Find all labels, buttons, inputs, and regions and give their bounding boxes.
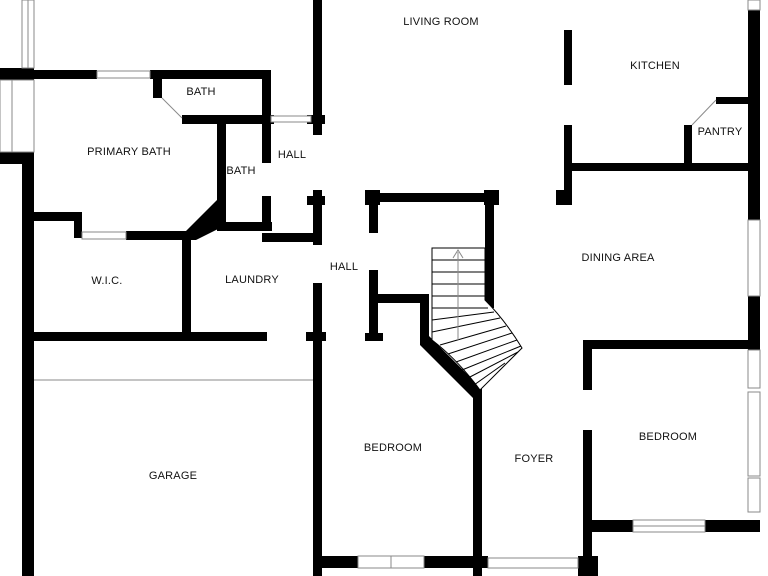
label-living-room: LIVING ROOM <box>403 16 479 28</box>
wall-stair-left-foot <box>365 333 383 341</box>
wall-bedroom-right-left-a <box>583 340 592 390</box>
wall-kitchen-post <box>556 190 572 205</box>
wall-left-exterior <box>22 155 34 576</box>
wall-bath-mid-right-a <box>262 118 271 163</box>
wall-stair-inner <box>369 294 429 303</box>
staircase <box>431 247 523 391</box>
label-bath-mid: BATH <box>226 165 255 177</box>
wall-primary-bath-top-b <box>150 70 270 79</box>
wall-central-upper <box>313 0 322 135</box>
wall-bath-mid-right-b <box>262 196 271 231</box>
wall-pantry-left <box>684 125 692 170</box>
wall-stair-top <box>365 193 498 202</box>
window-left-bath <box>0 79 13 153</box>
wall-wic-laundry <box>182 231 191 336</box>
window-wic <box>81 231 127 240</box>
window-right-bedroom-c <box>747 477 761 513</box>
wall-bottom-b <box>424 556 488 568</box>
wall-bedroom-right-bottom-b <box>705 520 760 532</box>
wall-stair-inner-v <box>420 294 429 340</box>
label-hall-upper: HALL <box>278 149 306 161</box>
window-left-bath-inner <box>11 79 35 153</box>
front-door <box>487 557 579 569</box>
wall-bath-mid-bottom <box>217 222 272 231</box>
wall-central-stub-a <box>307 115 325 124</box>
window-right-bedroom-a <box>747 349 761 389</box>
wall-stair-right <box>485 193 494 308</box>
wall-wic-laundry-bottom <box>22 332 267 341</box>
label-kitchen: KITCHEN <box>630 60 680 72</box>
wall-bedroom-foyer <box>473 389 482 576</box>
window-primary-bath-top <box>96 70 151 79</box>
wall-primary-bath-diagonal <box>186 200 226 240</box>
wall-pantry-top <box>716 97 751 104</box>
label-laundry: LAUNDRY <box>225 274 279 286</box>
label-garage: GARAGE <box>149 470 197 482</box>
window-right-bedroom-b <box>747 391 761 477</box>
wall-bath-right <box>262 70 271 124</box>
room-labels: LIVING ROOM KITCHEN PANTRY BATH PRIMARY … <box>87 16 743 482</box>
wall-primary-bath-top-a <box>22 70 97 79</box>
wall-left-upper2 <box>0 152 34 164</box>
wall-kitchen-left-a <box>564 30 572 85</box>
wall-bath-mid-left <box>217 122 226 226</box>
label-dining-area: DINING AREA <box>581 252 655 264</box>
wall-kitchen-bottom <box>564 163 758 171</box>
label-hall-main: HALL <box>330 261 358 273</box>
wall-bath-small-left <box>153 70 162 98</box>
wall-bedroom-right-left-b <box>583 430 592 576</box>
wall-bottom-a <box>313 556 358 568</box>
wall-wic-top-a <box>22 212 82 221</box>
label-bedroom-left: BEDROOM <box>364 442 422 454</box>
wall-hall-upper-bottom <box>262 233 317 242</box>
label-foyer: FOYER <box>515 453 554 465</box>
wall-central-mid <box>313 190 322 245</box>
wall-bedroom-right-top <box>583 340 758 349</box>
bath-door-swing <box>161 97 183 119</box>
window-right-dining <box>747 219 761 297</box>
wall-bedroom-diagonal <box>420 336 482 398</box>
stair-arrow-head <box>452 249 464 259</box>
wall-wic-top-stub <box>74 212 82 238</box>
wall-stair-left-b <box>369 270 378 340</box>
wall-right-mid <box>748 296 760 350</box>
label-bedroom-right: BEDROOM <box>639 431 697 443</box>
pantry-door-swing <box>691 99 717 126</box>
wall-central-stub-c <box>307 333 325 341</box>
windows <box>0 0 761 569</box>
wall-right-upper <box>748 0 760 220</box>
window-top-right <box>747 0 761 11</box>
label-bath-top: BATH <box>186 86 215 98</box>
label-primary-bath: PRIMARY BATH <box>87 146 171 158</box>
hall-door-opening <box>270 115 312 123</box>
wall-wic-top-b <box>126 231 196 240</box>
label-pantry: PANTRY <box>698 126 743 138</box>
wall-central-lower <box>313 283 322 576</box>
wall-bedroom-right-bottom-a <box>583 520 633 532</box>
wall-stair-left-a <box>369 193 378 233</box>
wall-hall-upper-top <box>262 115 274 124</box>
wall-bath-small-bottom <box>182 115 272 124</box>
label-wic: W.I.C. <box>91 275 122 287</box>
